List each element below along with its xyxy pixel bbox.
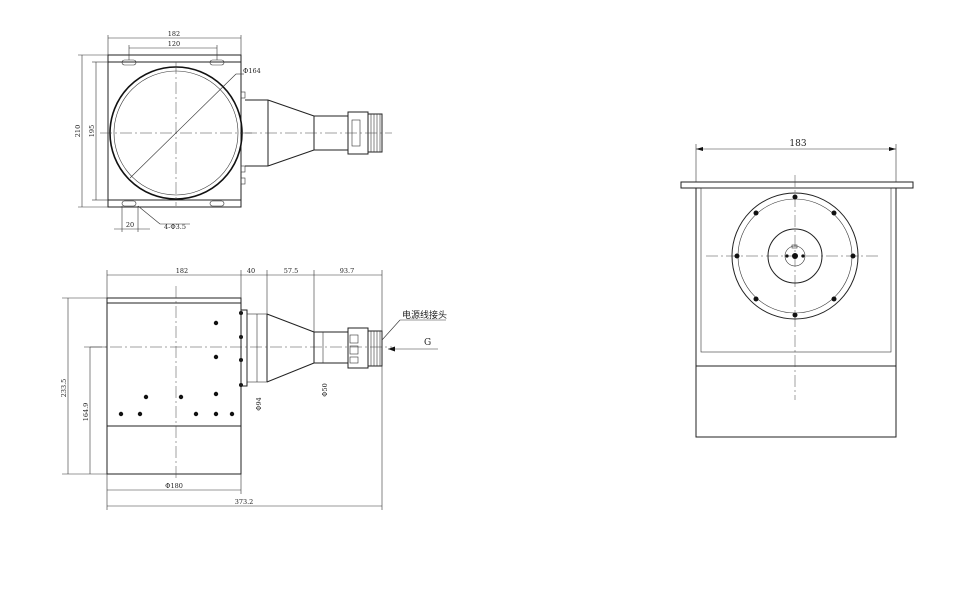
end-flange (680, 181, 914, 189)
dim-dia-94: Φ94 (255, 397, 263, 411)
dim-dia-50: Φ50 (321, 383, 329, 397)
top-plate-outline (107, 54, 242, 208)
view-arrow-label: G (424, 338, 431, 348)
dim-195: 195 (88, 125, 96, 137)
end-lower-housing (695, 365, 897, 438)
end-lens-outer (731, 192, 859, 320)
mount-slot (209, 200, 225, 207)
dim-bore: Φ164 (243, 67, 261, 75)
side-connector-body (313, 331, 349, 364)
dim-233-5: 233.5 (60, 379, 68, 398)
dim-side-57-5: 57.5 (284, 267, 298, 275)
dim-dia-180: Φ180 (165, 482, 183, 490)
dim-20: 20 (126, 221, 134, 229)
mount-slot (121, 200, 137, 207)
dim-183: 183 (789, 139, 806, 149)
dim-210: 210 (74, 125, 82, 137)
view-arrow-icon (388, 346, 395, 352)
side-view: 电源线接头 G 182 40 57.5 93.7 Φ94 Φ50 233.5 1… (60, 267, 447, 510)
top-view: 182 120 Φ164 210 195 20 4-Φ3.5 (74, 30, 392, 232)
dim-slots: 4-Φ3.5 (164, 223, 186, 231)
dim-side-93-7: 93.7 (340, 267, 354, 275)
dim-side-40: 40 (247, 267, 255, 275)
dim-side-182: 182 (176, 267, 188, 275)
end-housing (695, 187, 897, 367)
end-view: 183 (680, 139, 914, 438)
dim-164-9: 164.9 (82, 403, 90, 422)
connector-label: 电源线接头 (402, 309, 447, 321)
side-housing (106, 297, 242, 475)
dim-373-2: 373.2 (235, 498, 254, 506)
dim-182: 182 (168, 30, 180, 38)
dim-120: 120 (168, 40, 180, 48)
